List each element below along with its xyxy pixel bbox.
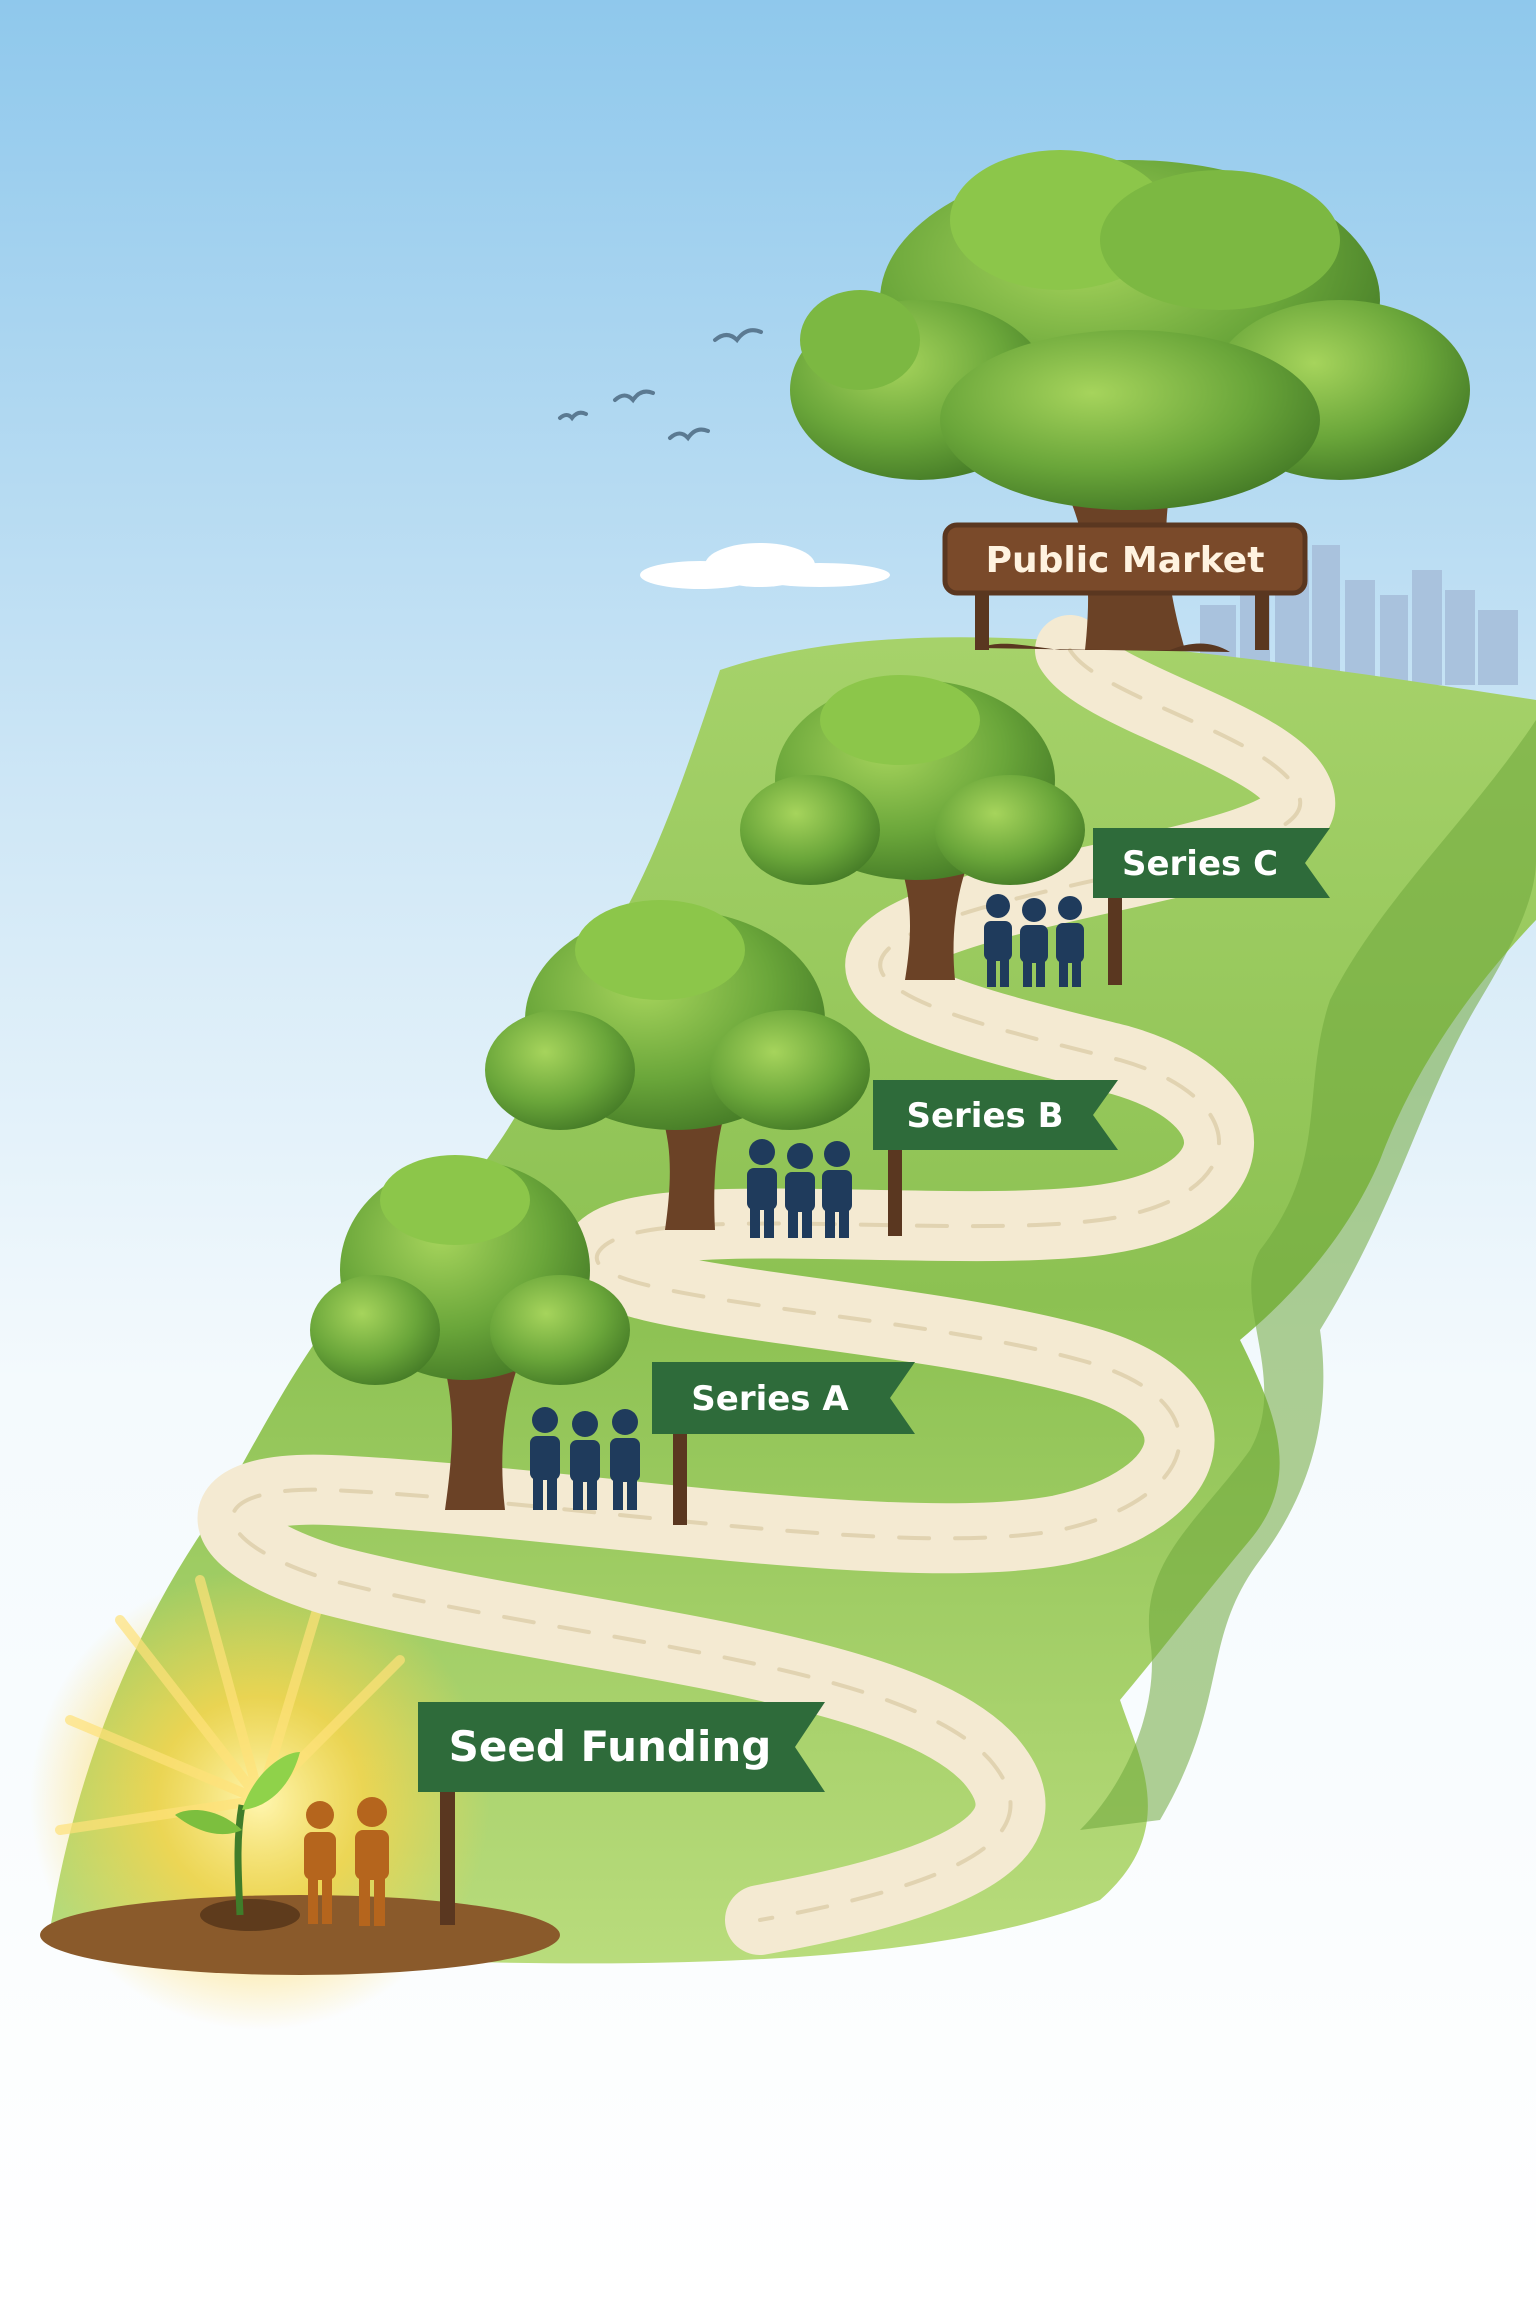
person-icon	[610, 1409, 640, 1510]
person-icon	[355, 1797, 389, 1926]
person-icon	[304, 1801, 336, 1924]
bird-icon	[668, 427, 710, 442]
sprout-icon	[175, 1752, 300, 1916]
person-icon	[530, 1407, 560, 1510]
sign-board-series-a	[652, 1362, 915, 1434]
bird-icon	[713, 328, 763, 344]
winding-path-edge	[230, 648, 1303, 1922]
person-icon	[785, 1143, 815, 1238]
people-group-seed	[304, 1797, 389, 1926]
stage-label-public-market: Public Market	[986, 540, 1265, 581]
person-icon	[747, 1139, 777, 1238]
sign-board-public-market	[942, 522, 1308, 596]
stage-label-series-c: Series C	[1122, 844, 1278, 884]
person-icon	[570, 1411, 600, 1510]
signpost-series-b: Series B	[873, 1080, 1118, 1236]
signpost-seed: Seed Funding	[418, 1702, 825, 1925]
soil-mound	[40, 1895, 560, 1975]
tree-icon-public-market	[790, 150, 1470, 652]
stage-label-series-a: Series A	[691, 1379, 849, 1419]
sign-board-series-c	[1093, 828, 1330, 898]
people-group-series-b	[747, 1139, 852, 1238]
sign-board-series-b	[873, 1080, 1118, 1150]
cloud-icon	[640, 543, 890, 589]
person-icon	[1056, 896, 1084, 987]
sign-board-seed	[418, 1702, 825, 1792]
person-icon	[822, 1141, 852, 1238]
soil-top	[200, 1899, 300, 1931]
tree-icon-series-b	[485, 900, 870, 1230]
people-group-series-a	[530, 1407, 640, 1510]
hill-shadow	[1080, 720, 1536, 1830]
signpost-public-market: Public Market	[942, 522, 1308, 650]
bird-icon-group	[558, 328, 763, 442]
signpost-series-c: Series C	[1093, 828, 1330, 985]
person-icon	[1020, 898, 1048, 987]
people-group-series-c	[984, 894, 1084, 987]
signpost-series-a: Series A	[652, 1362, 915, 1525]
bird-icon	[613, 389, 655, 404]
stage-label-seed: Seed Funding	[449, 1722, 772, 1771]
tree-icon-series-c	[740, 675, 1085, 980]
person-icon	[984, 894, 1012, 987]
tree-icon-series-a	[310, 1155, 630, 1510]
stage-label-series-b: Series B	[906, 1096, 1063, 1136]
bird-icon	[558, 410, 588, 422]
